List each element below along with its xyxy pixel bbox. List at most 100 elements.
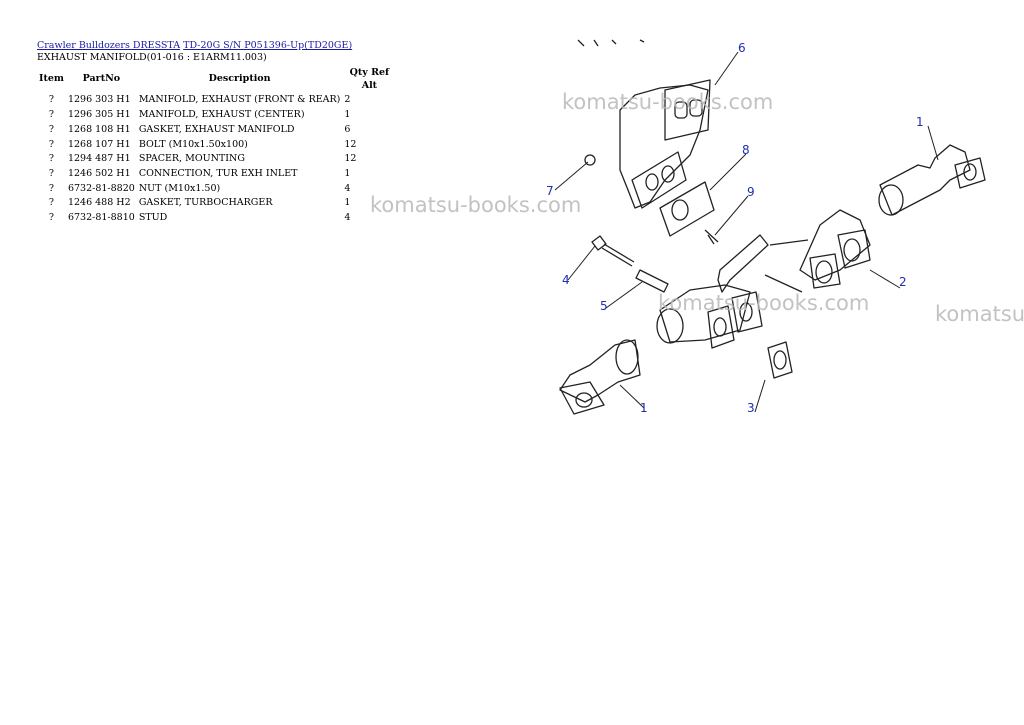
- cell-qty: 12: [344, 153, 357, 165]
- cell-qty: 1: [344, 167, 351, 179]
- manifold-front-flange: [664, 79, 711, 141]
- callout-3: 3: [747, 401, 755, 415]
- cell-item: ?: [48, 153, 55, 165]
- cell-partno: 1268 108 H1: [67, 123, 131, 135]
- port-hole: [843, 238, 861, 262]
- table-row: ? 1268 107 H1 BOLT (M10x1.50x100) 12: [37, 138, 396, 153]
- cell-qty: 1: [344, 109, 351, 121]
- cell-partno: 1296 305 H1: [67, 109, 131, 121]
- port-hole: [689, 99, 703, 117]
- cell-item: ?: [48, 197, 55, 209]
- cell-qty: 6: [344, 123, 351, 135]
- tube-flange: [707, 305, 735, 349]
- pipe-flange-hole: [963, 163, 977, 181]
- manifold-front-body: [619, 84, 709, 209]
- leader-lines: [554, 51, 939, 413]
- port-hole: [674, 101, 688, 119]
- tube-flange-hole: [713, 317, 727, 337]
- manifold-center-flange-2: [809, 253, 841, 289]
- callout-6: 6: [738, 41, 746, 55]
- cell-partno: 6732-81-8820: [67, 182, 135, 194]
- cell-description: GASKET, TURBOCHARGER: [138, 197, 273, 209]
- cell-description: MANIFOLD, EXHAUST (FRONT & REAR): [138, 94, 341, 106]
- header-partno: PartNo: [82, 73, 121, 85]
- parts-table: Item PartNo Description Qty Ref Alt ? 129…: [37, 66, 396, 226]
- exhaust-manifold-diagram: 6 1 2 3 4 5 7 8 9 1: [546, 39, 986, 415]
- cell-partno: 1246 488 H2: [67, 197, 131, 209]
- header-description: Description: [208, 73, 271, 85]
- header-qty: Qty Ref Alt: [349, 67, 390, 91]
- callout-9: 9: [747, 185, 755, 199]
- cell-partno: 1268 107 H1: [67, 138, 131, 150]
- cell-description: NUT (M10x1.50): [138, 182, 221, 194]
- tube-flange-hole: [739, 302, 753, 322]
- table-row: ? 1246 502 H1 CONNECTION, TUR EXH INLET 1: [37, 167, 396, 182]
- cell-description: BOLT (M10x1.50x100): [138, 138, 248, 150]
- table-row: ? 1296 305 H1 MANIFOLD, EXHAUST (CENTER) 1: [37, 108, 396, 123]
- diagram-fragment-top: [577, 39, 645, 47]
- pipe-opening: [615, 339, 639, 375]
- bolt-head: [591, 235, 607, 251]
- cell-partno: 1246 502 H1: [67, 167, 131, 179]
- cell-qty: 4: [344, 212, 351, 224]
- manifold-center-body: [799, 209, 871, 281]
- cell-description: GASKET, EXHAUST MANIFOLD: [138, 123, 295, 135]
- manifold-center-flange: [837, 229, 871, 269]
- cell-description: SPACER, MOUNTING: [138, 153, 245, 165]
- cell-partno: 1296 303 H1: [67, 94, 131, 106]
- nut-part: [584, 154, 596, 166]
- stud-part: [704, 229, 719, 245]
- table-row: ? 1268 108 H1 GASKET, EXHAUST MANIFOLD 6: [37, 123, 396, 138]
- callout-1-lower: 1: [640, 401, 648, 415]
- tube-opening: [656, 308, 684, 344]
- callout-7: 7: [546, 184, 554, 198]
- gasket-exhaust: [767, 341, 793, 379]
- center-tube: [659, 284, 751, 343]
- callout-1-upper: 1: [916, 115, 924, 129]
- gasket-turbo: [659, 181, 715, 237]
- cell-item: ?: [48, 94, 55, 106]
- cell-qty: 1: [344, 197, 351, 209]
- table-row: ? 1294 487 H1 SPACER, MOUNTING 12: [37, 152, 396, 167]
- tube-flange-2: [731, 291, 763, 333]
- table-row: ? 1296 303 H1 MANIFOLD, EXHAUST (FRONT & R…: [37, 93, 396, 108]
- cell-item: ?: [48, 109, 55, 121]
- breadcrumb-link-model-family[interactable]: Crawler Bulldozers DRESSTA: [37, 40, 181, 51]
- cell-qty: 12: [344, 138, 357, 150]
- pipe-flange: [559, 381, 605, 415]
- cell-description: CONNECTION, TUR EXH INLET: [138, 167, 298, 179]
- manifold-center-outline: [764, 239, 809, 293]
- cell-item: ?: [48, 212, 55, 224]
- port-hole: [645, 173, 659, 191]
- callout-5: 5: [600, 299, 608, 313]
- cell-item: ?: [48, 123, 55, 135]
- cell-partno: 6732-81-8810: [67, 212, 135, 224]
- cell-qty: 4: [344, 182, 351, 194]
- bracket-part: [717, 234, 769, 293]
- cell-item: ?: [48, 138, 55, 150]
- table-header-row: Item PartNo Description Qty Ref Alt: [37, 66, 396, 93]
- cell-description: MANIFOLD, EXHAUST (CENTER): [138, 109, 305, 121]
- port-hole: [661, 165, 675, 183]
- gasket-hole: [773, 350, 787, 370]
- gasket-hole: [671, 199, 689, 221]
- connection-pipe-upper: [879, 144, 971, 216]
- table-row: ? 1246 488 H2 GASKET, TURBOCHARGER 1: [37, 196, 396, 211]
- callout-2: 2: [899, 275, 907, 289]
- breadcrumb-link-model-serial[interactable]: TD-20G S/N P051396-Up(TD20GE): [183, 40, 353, 51]
- pipe-flange-hole: [575, 392, 593, 408]
- cell-qty: 2: [344, 94, 351, 106]
- pipe-opening: [878, 184, 904, 216]
- cell-partno: 1294 487 H1: [67, 153, 131, 165]
- cell-description: STUD: [138, 212, 168, 224]
- cell-item: ?: [48, 182, 55, 194]
- pipe-flange: [954, 157, 986, 189]
- breadcrumb: Crawler Bulldozers DRESSTA TD-20G S/N P0…: [37, 40, 352, 51]
- cell-item: ?: [48, 167, 55, 179]
- callout-4: 4: [562, 273, 570, 287]
- port-hole: [815, 260, 833, 284]
- header-item: Item: [39, 73, 64, 85]
- callout-8: 8: [742, 143, 750, 157]
